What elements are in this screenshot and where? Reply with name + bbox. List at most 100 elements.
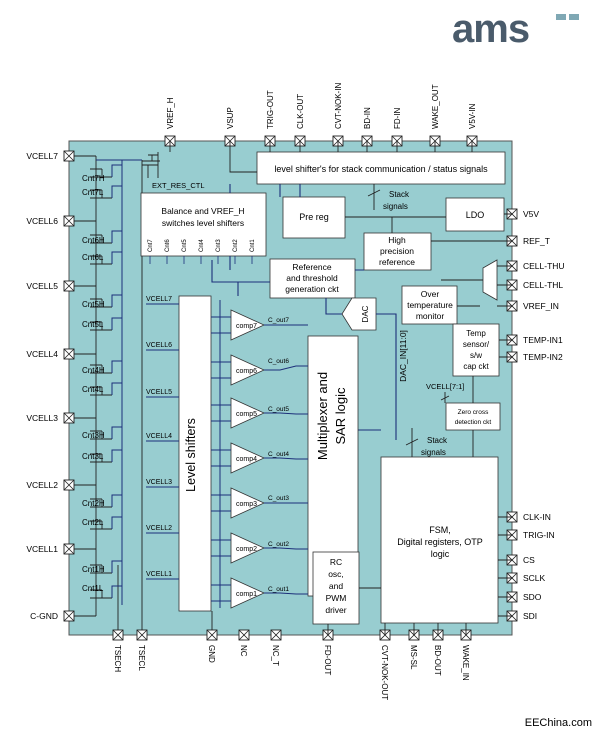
svg-text:LDO: LDO [466,210,485,220]
svg-text:and threshold: and threshold [286,273,338,283]
svg-text:Cnt7L: Cnt7L [82,188,104,197]
ldo-block: LDO [445,197,505,232]
ams-logo: ams [452,7,579,51]
svg-text:temperature: temperature [407,300,453,310]
footer-watermark: EEChina.com [525,717,592,729]
comparator-comp3: comp3 C_out3 [211,487,308,519]
pin-vcell3 [63,412,75,424]
balance-cnt1: Cnt1 [250,239,256,252]
svg-text:Cnt7H: Cnt7H [82,174,105,183]
balance-cnt4: Cnt4 [199,239,205,252]
svg-text:comp7: comp7 [236,323,257,330]
pin-label-v5v: V5V [523,209,539,219]
vcell-input-vcell6: VCELL6 [146,342,179,351]
pin-label-c-gnd: C-GND [30,611,58,621]
svg-text:sensor/: sensor/ [463,340,490,349]
pin-label-vcell3: VCELL3 [26,413,58,423]
pin-label-vcell4: VCELL4 [26,349,58,359]
svg-text:Cnt2H: Cnt2H [82,499,105,508]
pin-label-vcell6: VCELL6 [26,216,58,226]
switch-cnt3l: Cnt3L [82,449,122,463]
comp-output-label: C_out3 [268,495,289,502]
switch-cnt7l: Cnt7L [82,185,122,199]
svg-text:Cnt6H: Cnt6H [82,236,105,245]
comp-output-label: C_out5 [268,406,289,413]
balance-cnt6: Cnt6 [165,239,171,252]
pin-label-cvt-nok-out: CVT-NOK-OUT [380,645,389,700]
svg-text:comp5: comp5 [236,411,257,418]
svg-text:Temp: Temp [466,329,486,338]
svg-text:Cnt3H: Cnt3H [82,431,105,440]
svg-text:s/w: s/w [470,351,482,360]
svg-text:VCELL2: VCELL2 [146,525,172,532]
pin-label-tsecl: TSECL [137,645,146,671]
svg-text:signals: signals [421,448,446,457]
pin-label-temp-in1: TEMP-IN1 [523,335,563,345]
vcell-input-vcell4: VCELL4 [146,433,179,442]
pin-label-ms-sl: MS-SL [409,645,418,670]
stack-signals-mid: Stack [427,436,448,445]
zero-cross-block: Zero cross detection ckt [445,402,501,431]
pin-label-vcell2: VCELL2 [26,480,58,490]
svg-text:VCELL1: VCELL1 [146,571,172,578]
pin-label-vcell1: VCELL1 [26,544,58,554]
svg-text:driver: driver [325,605,346,615]
svg-text:osc,: osc, [328,569,344,579]
pin-nc [238,629,250,641]
balance-cnt5: Cnt5 [182,239,188,252]
ext-res-ctl-label: EXT_RES_CTL [152,181,205,190]
svg-text:precision: precision [380,246,414,256]
pin-label-trig-in: TRIG-IN [523,530,555,540]
svg-text:VCELL4: VCELL4 [146,433,172,440]
pin-label-tsech: TSECH [113,645,122,672]
svg-text:cap ckt: cap ckt [463,362,489,371]
pin-label-clk-out: CLK-OUT [296,94,305,129]
svg-text:comp4: comp4 [236,456,257,463]
pin-label-vref-h: VREF_H [166,97,175,129]
pin-nc-t [270,629,282,641]
high-precision-reference-block: High precision reference [363,232,432,271]
pin-label-clk-in: CLK-IN [523,512,551,522]
svg-text:RC: RC [330,557,342,567]
pin-label-wake-out: WAKE_OUT [431,84,440,129]
svg-text:Multiplexer and: Multiplexer and [315,372,330,460]
switch-cnt1l: Cnt1L [82,584,122,599]
svg-text:VCELL6: VCELL6 [146,342,172,349]
svg-text:Cnt6L: Cnt6L [82,253,104,262]
pin-label-ref-t: REF_T [523,236,550,246]
svg-text:logic: logic [431,549,450,559]
pin-label-cell-thu: CELL-THU [523,261,565,271]
svg-text:monitor: monitor [416,311,445,321]
switch-cnt6h: Cnt6H [82,230,122,245]
logo-text: ams [452,7,529,51]
svg-text:Cnt5H: Cnt5H [82,300,105,309]
balance-cnt3: Cnt3 [216,239,222,252]
pin-label-sdo: SDO [523,592,542,602]
svg-text:VCELL7: VCELL7 [146,296,172,303]
cell-threshold-mux [482,259,498,301]
svg-text:comp3: comp3 [236,501,257,508]
stack-signals-top: Stack [389,190,410,199]
pin-vcell5 [63,280,75,292]
comp-output-label: C_out6 [268,358,289,365]
pin-label-sdi: SDI [523,611,537,621]
vcell-input-vcell3: VCELL3 [146,479,179,488]
pin-label-cs: CS [523,555,535,565]
pin-label-gnd: GND [207,645,216,663]
svg-text:Cnt5L: Cnt5L [82,320,104,329]
svg-text:detection ckt: detection ckt [455,419,492,426]
over-temperature-monitor-block: Over temperature monitor [401,285,458,325]
switch-cnt2h: Cnt2H [82,494,122,508]
vcell-bus-label: VCELL[7:1] [426,382,464,391]
svg-text:Reference: Reference [292,262,331,272]
level-shifter-stack-label: level shifter's for stack communication … [274,164,488,174]
level-shifter-stack-block: level shifter's for stack communication … [256,151,506,185]
comp-output-label: C_out7 [268,317,289,324]
svg-text:Cnt3L: Cnt3L [82,452,104,461]
svg-text:VCELL5: VCELL5 [146,389,172,396]
pin-label-v5v-in: V5V-IN [468,103,477,129]
svg-text:comp1: comp1 [236,591,257,598]
switch-cnt4l: Cnt4L [82,382,122,396]
